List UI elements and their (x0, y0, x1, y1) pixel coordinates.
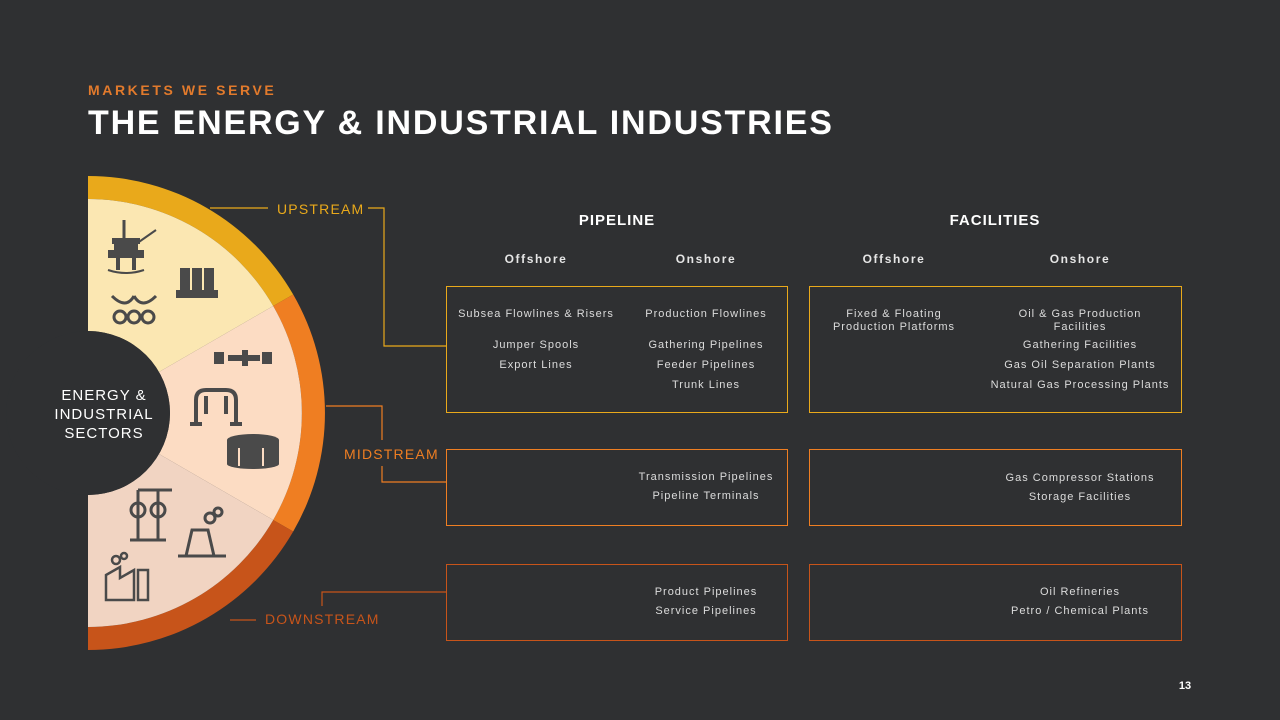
center-label-line1: ENERGY & (61, 387, 147, 404)
downstream-pipeline-onshore-list: Product Pipelines Service Pipelines (611, 586, 801, 618)
storage-tanks-icon (176, 268, 218, 298)
facilities-onshore-heading: Onshore (1049, 252, 1111, 266)
list-item: Gathering Pipelines (648, 339, 764, 351)
list-item: Feeder Pipelines (656, 359, 756, 371)
list-item: Transmission Pipelines (638, 471, 774, 483)
downstream-facilities-box (809, 564, 1182, 641)
midstream-facilities-box (809, 449, 1182, 526)
page-number: 13 (1178, 680, 1192, 692)
factory-icon (104, 551, 150, 602)
list-item: Fixed & Floating (846, 308, 942, 320)
midstream-connector (326, 405, 446, 483)
pipeline-onshore-heading: Onshore (675, 252, 737, 266)
midstream-pipeline-onshore-list: Transmission Pipelines Pipeline Terminal… (611, 471, 801, 503)
upstream-facilities-onshore-list: Oil & Gas Production Facilities Gatherin… (985, 308, 1175, 392)
facilities-offshore-heading: Offshore (862, 252, 926, 266)
upstream-facilities-offshore-list: Fixed & Floating Production Platforms (799, 308, 989, 334)
downstream-ring (88, 520, 294, 650)
facilities-heading: FACILITIES (949, 212, 1041, 229)
list-item: Natural Gas Processing Plants (990, 379, 1170, 391)
list-item: Pipeline Terminals (652, 490, 760, 502)
list-item: Gathering Facilities (1022, 339, 1138, 351)
pipeline-heading: PIPELINE (578, 212, 656, 229)
downstream-connector (230, 591, 446, 621)
center-label-line3: SECTORS (64, 425, 144, 442)
center-label: ENERGY & INDUSTRIAL SECTORS (44, 386, 164, 443)
list-item: Subsea Flowlines & Risers (458, 308, 614, 320)
storage-tank-icon (227, 434, 279, 469)
cooling-tower-icon (178, 506, 226, 558)
list-item: Storage Facilities (1028, 491, 1132, 503)
list-item: Production Flowlines (645, 308, 767, 320)
section-subtitle: MARKETS WE SERVE (88, 82, 277, 98)
upstream-pipeline-onshore-list: Production Flowlines Gathering Pipelines… (611, 308, 801, 392)
center-label-line2: INDUSTRIAL (54, 406, 154, 423)
list-item: Product Pipelines (654, 586, 758, 598)
downstream-facilities-onshore-list: Oil Refineries Petro / Chemical Plants (985, 586, 1175, 618)
downstream-label: DOWNSTREAM (265, 611, 380, 627)
pipeline-connector-icon (214, 350, 272, 366)
list-item: Production Platforms (832, 321, 956, 333)
list-item: Gas Oil Separation Plants (1004, 359, 1156, 371)
upstream-pipeline-offshore-list: Subsea Flowlines & Risers Jumper Spools … (441, 308, 631, 372)
list-item: Facilities (1053, 321, 1107, 333)
midstream-ring (273, 294, 325, 532)
pipe-loop-icon (190, 388, 242, 426)
list-item: Oil Refineries (1039, 586, 1121, 598)
pipeline-offshore-heading: Offshore (504, 252, 568, 266)
valves-icon (129, 488, 172, 542)
upstream-label: UPSTREAM (277, 201, 365, 217)
list-item: Export Lines (499, 359, 573, 371)
list-item: Service Pipelines (655, 605, 757, 617)
subsea-pipes-icon (110, 294, 158, 325)
upstream-facilities-box (809, 286, 1182, 413)
upstream-connector (210, 207, 446, 347)
list-item: Jumper Spools (492, 339, 580, 351)
list-item: Oil & Gas Production (1018, 308, 1142, 320)
list-item: Gas Compressor Stations (1005, 472, 1155, 484)
list-item: Petro / Chemical Plants (1011, 605, 1149, 617)
midstream-facilities-onshore-list: Gas Compressor Stations Storage Faciliti… (985, 472, 1175, 504)
downstream-pipeline-box (446, 564, 788, 641)
list-item: Trunk Lines (671, 379, 741, 391)
page-title: THE ENERGY & INDUSTRIAL INDUSTRIES (88, 104, 834, 142)
offshore-rig-icon (107, 220, 157, 274)
upstream-ring (88, 176, 294, 306)
upstream-pipeline-box (446, 286, 788, 413)
midstream-label: MIDSTREAM (344, 446, 439, 462)
midstream-pipeline-box (446, 449, 788, 526)
